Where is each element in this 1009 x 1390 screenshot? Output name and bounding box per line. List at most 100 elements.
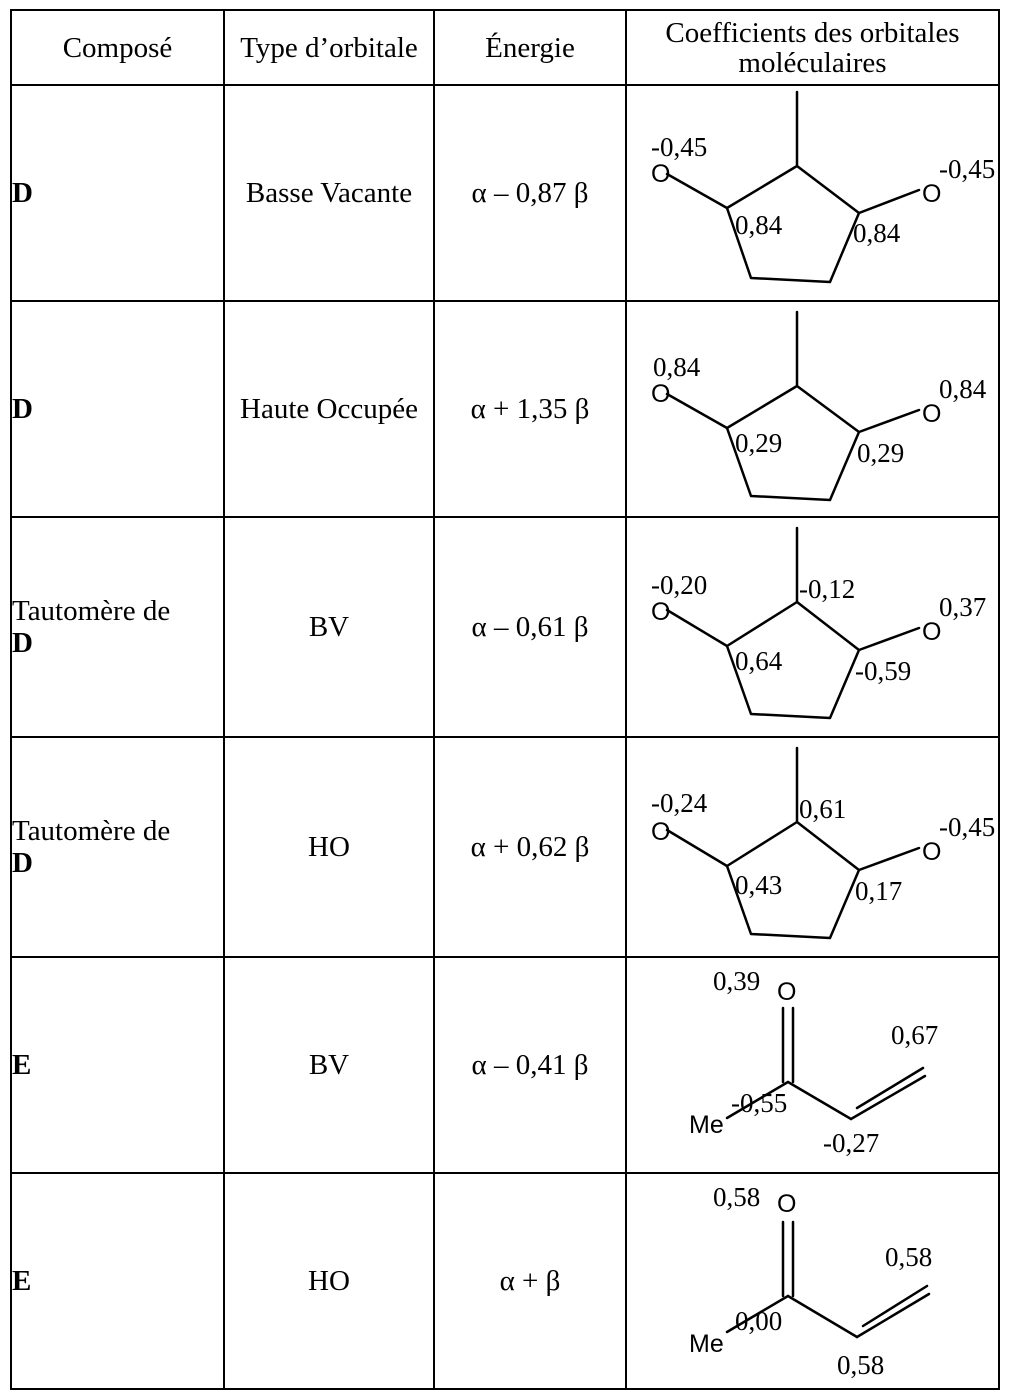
coef-c-right: -0,59 xyxy=(855,656,911,686)
coef-carbonyl: -0,55 xyxy=(731,1088,787,1118)
orbital-type-cell: Basse Vacante xyxy=(223,84,435,302)
coef-o-left: -0,45 xyxy=(651,132,707,162)
orbital-type-cell: BV xyxy=(223,956,435,1174)
left-co-bond xyxy=(665,828,729,868)
c-c-bond xyxy=(786,1080,853,1121)
left-co-bond xyxy=(665,172,729,210)
coef-terminal: 0,58 xyxy=(885,1242,932,1272)
coef-terminal: 0,67 xyxy=(891,1020,938,1050)
cyclopentanedione-diagram: O O 0,84 0,84 0,29 0,29 xyxy=(651,310,987,502)
energy-cell: α + 1,35 β xyxy=(433,300,627,518)
enone-diagram: O Me 0,39 0,67 -0,55 -0,27 xyxy=(689,966,938,1158)
energy-cell: α + 0,62 β xyxy=(433,736,627,958)
compound-label: D xyxy=(12,847,33,879)
energy-cell: α – 0,87 β xyxy=(433,84,627,302)
table-row: D Haute Occupée α + 1,35 β O O 0,84 0,84… xyxy=(10,300,1000,518)
header-energy: Énergie xyxy=(433,9,627,86)
table-row: E HO α + β O Me 0,58 0,58 0,00 0,58 xyxy=(10,1172,1000,1390)
orbital-type-cell: HO xyxy=(223,1172,435,1390)
orbital-type-cell: HO xyxy=(223,736,435,958)
left-co-bond xyxy=(665,608,729,648)
coef-o-right: -0,45 xyxy=(939,812,995,842)
coef-o-left: 0,84 xyxy=(653,352,701,382)
compound-label: D xyxy=(12,627,33,659)
coef-alpha: 0,58 xyxy=(837,1350,884,1380)
energy-cell: α – 0,41 β xyxy=(433,956,627,1174)
header-coefficients: Coefficients des orbitales moléculaires xyxy=(625,9,1000,86)
cc-double-bond-a xyxy=(855,1292,931,1339)
cc-double-bond-b xyxy=(855,1066,925,1110)
header-row: Composé Type d’orbitale Énergie Coeffici… xyxy=(10,9,1000,86)
carbonyl-oxygen: O xyxy=(777,1190,796,1218)
compound-label: D xyxy=(12,177,33,209)
coefficients-cell: O O -0,24 0,61 -0,45 0,43 0,17 xyxy=(625,736,1000,958)
oxygen-right: O xyxy=(922,400,941,428)
compound-label: D xyxy=(12,393,33,425)
oxygen-left: O xyxy=(651,380,670,408)
coef-alpha: -0,27 xyxy=(823,1128,879,1158)
coef-c-left: 0,29 xyxy=(735,428,782,458)
energy-cell: α – 0,61 β xyxy=(433,516,627,738)
coef-o-right: -0,45 xyxy=(939,154,995,184)
compound-label: E xyxy=(12,1049,32,1081)
compound-prefix: Tautomère de xyxy=(12,595,171,627)
c-me-bond xyxy=(725,1080,790,1120)
coefficients-cell: O O 0,84 0,84 0,29 0,29 xyxy=(625,300,1000,518)
ring xyxy=(725,384,861,502)
coef-c-right: 0,29 xyxy=(857,438,904,468)
methyl-label: Me xyxy=(689,1111,724,1139)
enone-diagram: O Me 0,58 0,58 0,00 0,58 xyxy=(689,1182,932,1380)
oxygen-right: O xyxy=(922,180,941,208)
orbital-type-cell: BV xyxy=(223,516,435,738)
oxygen-left: O xyxy=(651,160,670,188)
ring xyxy=(725,600,861,720)
table-row: D Basse Vacante α – 0,87 β O O -0,45 -0,… xyxy=(10,84,1000,302)
coef-c-right: 0,17 xyxy=(855,876,902,906)
compound-cell: E xyxy=(10,956,225,1174)
coefficients-cell: O O -0,20 -0,12 0,37 0,64 -0,59 xyxy=(625,516,1000,738)
coef-o-left: -0,24 xyxy=(651,788,708,818)
oxygen-left: O xyxy=(651,598,670,626)
carbonyl-oxygen: O xyxy=(777,978,796,1006)
coef-o-right: 0,37 xyxy=(939,592,986,622)
coef-o-left: -0,20 xyxy=(651,570,707,600)
table-row: E BV α – 0,41 β O Me 0,39 0,67 -0,55 -0,… xyxy=(10,956,1000,1174)
orbital-type-cell: Haute Occupée xyxy=(223,300,435,518)
compound-cell: D xyxy=(10,84,225,302)
oxygen-right: O xyxy=(922,618,941,646)
compound-cell: E xyxy=(10,1172,225,1390)
coef-c-right: 0,84 xyxy=(853,218,901,248)
coef-carbonyl: 0,00 xyxy=(735,1306,782,1336)
compound-prefix: Tautomère de xyxy=(12,815,171,847)
cyclopentanedione-diagram: O O -0,20 -0,12 0,37 0,64 -0,59 xyxy=(651,526,986,720)
coef-c-left: 0,84 xyxy=(735,210,783,240)
coefficients-cell: O O -0,45 -0,45 0,84 0,84 xyxy=(625,84,1000,302)
compound-label: E xyxy=(12,1265,32,1297)
c-c-bond xyxy=(786,1294,859,1339)
compound-cell: D xyxy=(10,300,225,518)
right-co-bond xyxy=(857,408,921,434)
oxygen-right: O xyxy=(922,838,941,866)
orbital-table: Composé Type d’orbitale Énergie Coeffici… xyxy=(10,9,1000,1390)
oxygen-left: O xyxy=(651,818,670,846)
cc-double-bond-a xyxy=(849,1074,927,1121)
ring xyxy=(725,164,861,284)
cyclopentanedione-diagram: O O -0,45 -0,45 0,84 0,84 xyxy=(651,90,995,284)
coef-top: -0,12 xyxy=(799,574,855,604)
coef-oxygen: 0,39 xyxy=(713,966,760,996)
header-orbital-type: Type d’orbitale xyxy=(223,9,435,86)
right-co-bond xyxy=(857,626,921,652)
right-co-bond xyxy=(857,846,921,872)
coef-o-right: 0,84 xyxy=(939,374,987,404)
left-co-bond xyxy=(665,392,729,430)
orbital-table-wrapper: Composé Type d’orbitale Énergie Coeffici… xyxy=(10,9,1000,1390)
coefficients-cell: O Me 0,58 0,58 0,00 0,58 xyxy=(625,1172,1000,1390)
methyl-label: Me xyxy=(689,1330,724,1358)
coef-c-left: 0,43 xyxy=(735,870,782,900)
energy-cell: α + β xyxy=(433,1172,627,1390)
coef-top: 0,61 xyxy=(799,794,846,824)
